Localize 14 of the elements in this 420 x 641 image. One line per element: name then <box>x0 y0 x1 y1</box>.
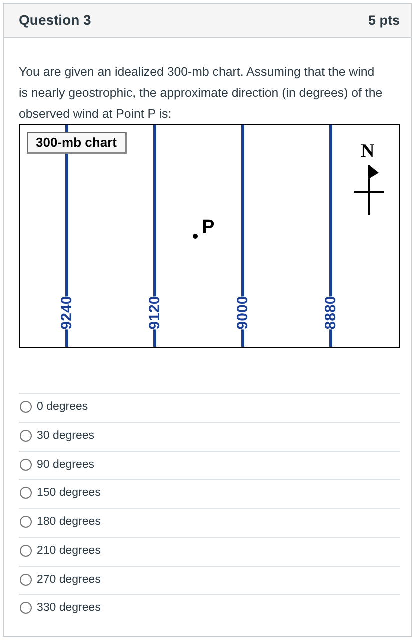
question-title: Question 3 <box>19 12 92 29</box>
option-label: 330 degrees <box>37 601 101 616</box>
option-label: 150 degrees <box>37 486 101 500</box>
question-text: You are given an idealized 300-mb chart. Assuming that the wind is nearly geostrophic, the approximate direction (in degrees) of the observed wind at Point P is: <box>19 64 384 123</box>
option-label: 270 degrees <box>37 572 101 586</box>
chart-title: 300-mb chart <box>27 132 127 154</box>
north-label: N <box>361 142 375 162</box>
option-label: 210 degrees <box>37 544 101 558</box>
points-label: 5 pts <box>368 12 400 29</box>
point-label: P <box>202 218 215 238</box>
option-label: 180 degrees <box>37 515 101 529</box>
option-label: 90 degrees <box>37 458 95 472</box>
option-label: 0 degrees <box>37 400 88 414</box>
option-label: 30 degrees <box>37 428 95 443</box>
